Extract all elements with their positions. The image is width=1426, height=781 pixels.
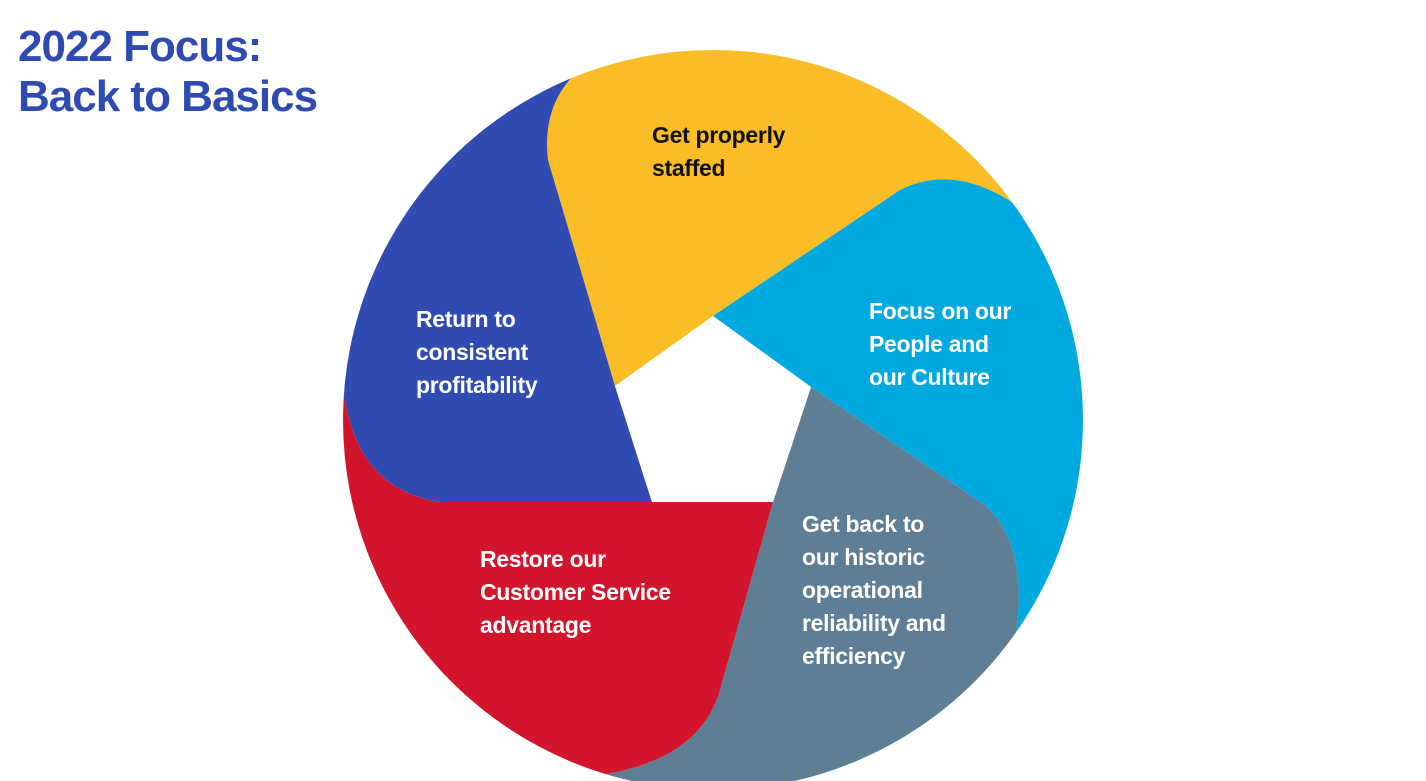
label-line: profitability [416, 372, 538, 398]
segment-people-culture [713, 100, 1083, 740]
label-line: Return to [416, 306, 516, 332]
label-reliability: Get back to our historic operational rel… [802, 508, 946, 673]
label-line: advantage [480, 612, 592, 638]
label-line: our historic [802, 544, 925, 570]
label-line: consistent [416, 339, 529, 365]
label-line: Get back to [802, 511, 924, 537]
label-line: Get properly [652, 122, 786, 148]
label-line: People and [869, 331, 989, 357]
label-line: efficiency [802, 643, 906, 669]
center-pentagon [615, 316, 811, 502]
page-title: 2022 Focus: Back to Basics [18, 22, 318, 122]
title-line-2: Back to Basics [18, 72, 318, 121]
label-staffed: Get properly staffed [652, 119, 785, 185]
label-people-culture: Focus on our People and our Culture [869, 295, 1011, 394]
label-line: Focus on our [869, 298, 1012, 324]
label-profitability: Return to consistent profitability [416, 303, 538, 402]
label-line: staffed [652, 155, 726, 181]
label-customer-service: Restore our Customer Service advantage [480, 543, 671, 642]
label-line: reliability and [802, 610, 946, 636]
label-line: Restore our [480, 546, 606, 572]
label-line: operational [802, 577, 923, 603]
title-line-1: 2022 Focus: [18, 22, 262, 71]
label-line: our Culture [869, 364, 990, 390]
label-line: Customer Service [480, 579, 671, 605]
